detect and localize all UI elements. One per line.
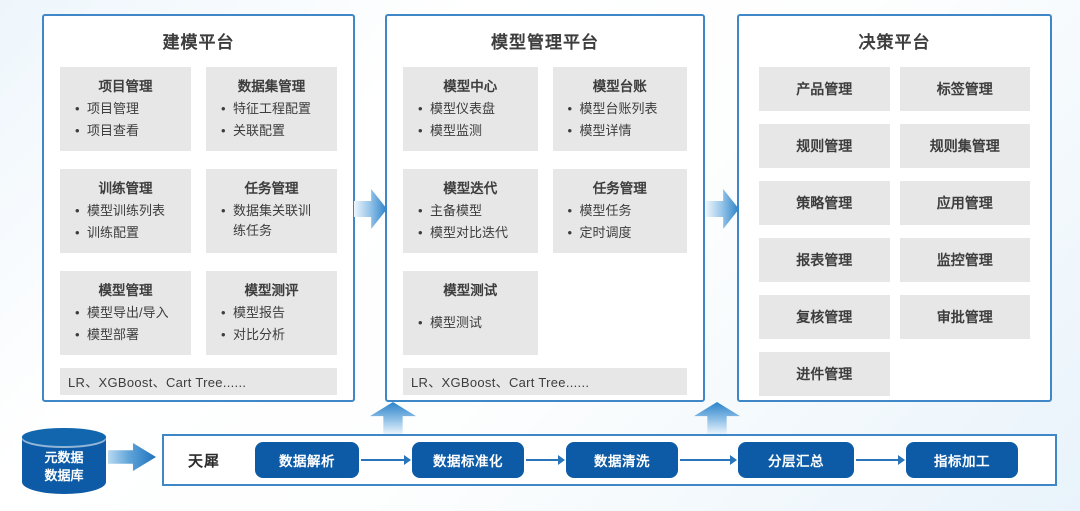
card-item-list: 模型测试	[409, 313, 532, 333]
card-item: 定时调度	[567, 223, 674, 243]
box-report-management: 报表管理	[759, 238, 890, 282]
box-label-management: 标签管理	[899, 67, 1030, 111]
card-item: 特征工程配置	[220, 99, 323, 119]
card-title: 模型迭代	[443, 181, 498, 196]
card-model-center: 模型中心 模型仪表盘 模型监测	[403, 67, 538, 151]
step-data-standardization: 数据标准化	[412, 442, 524, 478]
card-item-list: 模型训练列表 训练配置	[66, 201, 185, 243]
card-item-list: 模型导出/导入 模型部署	[66, 303, 185, 345]
card-item: 训练配置	[74, 223, 177, 243]
card-item: 模型报告	[220, 303, 323, 323]
cylinder-top	[22, 428, 106, 446]
card-title: 模型测试	[443, 283, 498, 298]
card-model-ledger: 模型台账 模型台账列表 模型详情	[552, 67, 687, 151]
panel-title: 建模平台	[162, 33, 235, 52]
cylinder-body	[22, 437, 106, 494]
up-arrow-icon	[694, 402, 740, 434]
card-title: 模型中心	[443, 79, 498, 94]
engine-label: 天犀	[188, 452, 221, 470]
card-model-iteration: 模型迭代 主备模型 模型对比迭代	[403, 169, 538, 253]
card-item: 模型测试	[417, 313, 524, 333]
card-item: 模型训练列表	[74, 201, 177, 221]
step-connector-arrow-icon	[361, 455, 411, 465]
card-item-list: 数据集关联训练任务	[212, 201, 331, 241]
card-item-list: 模型台账列表 模型详情	[559, 99, 682, 141]
card-item: 项目管理	[74, 99, 177, 119]
card-title: 模型台账	[592, 79, 647, 94]
card-dataset-management: 数据集管理 特征工程配置 关联配置	[206, 67, 337, 151]
algorithm-list: LR、XGBoost、Cart Tree......	[403, 368, 687, 395]
panel-title: 模型管理平台	[491, 33, 599, 52]
card-item-list: 模型报告 对比分析	[212, 303, 331, 345]
card-model-management: 模型管理 模型导出/导入 模型部署	[60, 271, 191, 355]
card-training-management: 训练管理 模型训练列表 训练配置	[60, 169, 191, 253]
panel-title: 决策平台	[858, 33, 931, 52]
card-title: 数据集管理	[237, 79, 306, 94]
card-item: 模型部署	[74, 325, 177, 345]
box-review-management: 复核管理	[759, 295, 890, 339]
database-label-line1: 元数据	[44, 450, 84, 466]
card-model-evaluation: 模型测评 模型报告 对比分析	[206, 271, 337, 355]
card-title: 训练管理	[98, 181, 153, 196]
box-rule-management: 规则管理	[759, 124, 890, 168]
box-empty-cell	[900, 352, 1031, 396]
card-item: 模型台账列表	[567, 99, 674, 119]
step-data-cleaning: 数据清洗	[566, 442, 678, 478]
card-title: 任务管理	[244, 181, 299, 196]
card-item: 模型对比迭代	[417, 223, 524, 243]
card-item: 模型任务	[567, 201, 674, 221]
box-grid: 产品管理 标签管理 规则管理 规则集管理 策略管理 应用管理 报表管理 监控管理…	[739, 53, 1050, 396]
up-arrow-icon	[370, 402, 416, 434]
step-connector-arrow-icon	[526, 455, 565, 465]
step-layered-aggregation: 分层汇总	[738, 442, 854, 478]
right-arrow-icon	[706, 189, 739, 229]
box-ruleset-management: 规则集管理	[899, 124, 1030, 168]
box-app-management: 应用管理	[899, 181, 1030, 225]
card-item: 模型导出/导入	[74, 303, 177, 323]
card-item: 主备模型	[417, 201, 524, 221]
step-connector-arrow-icon	[680, 455, 737, 465]
card-item: 对比分析	[220, 325, 323, 345]
box-intake-management: 进件管理	[759, 352, 890, 396]
box-strategy-management: 策略管理	[759, 181, 890, 225]
card-item: 模型监测	[417, 121, 524, 141]
right-arrow-icon	[354, 189, 387, 229]
panel-modeling-platform: 建模平台 项目管理 项目管理 项目查看 数据集管理 特征工程配置 关联配置 训练…	[42, 14, 355, 402]
card-project-management: 项目管理 项目管理 项目查看	[60, 67, 191, 151]
box-monitor-management: 监控管理	[899, 238, 1030, 282]
step-data-parsing: 数据解析	[255, 442, 359, 478]
card-grid: 项目管理 项目管理 项目查看 数据集管理 特征工程配置 关联配置 训练管理 模型…	[44, 53, 353, 355]
step-connector-arrow-icon	[856, 455, 905, 465]
card-item-list: 模型仪表盘 模型监测	[409, 99, 532, 141]
metadata-database-cylinder-icon: 元数据 数据库	[22, 428, 106, 494]
card-task-management: 任务管理 数据集关联训练任务	[206, 169, 337, 253]
tianxi-pipeline-bar: 天犀 数据解析 数据标准化 数据清洗 分层汇总 指标加工	[162, 434, 1057, 486]
card-item-list: 特征工程配置 关联配置	[212, 99, 331, 141]
card-item: 项目查看	[74, 121, 177, 141]
card-task-management: 任务管理 模型任务 定时调度	[552, 169, 687, 253]
card-item: 模型仪表盘	[417, 99, 524, 119]
card-item-list: 主备模型 模型对比迭代	[409, 201, 532, 243]
card-title: 项目管理	[98, 79, 153, 94]
algorithm-list: LR、XGBoost、Cart Tree......	[60, 368, 337, 395]
card-title: 模型管理	[98, 283, 153, 298]
panel-decision-platform: 决策平台 产品管理 标签管理 规则管理 规则集管理 策略管理 应用管理 报表管理…	[737, 14, 1052, 402]
card-item: 关联配置	[220, 121, 323, 141]
card-title: 任务管理	[592, 181, 647, 196]
card-model-testing: 模型测试 模型测试	[403, 271, 538, 355]
database-label-line2: 数据库	[44, 468, 84, 483]
card-item: 数据集关联训练任务	[220, 201, 323, 241]
panel-model-management-platform: 模型管理平台 模型中心 模型仪表盘 模型监测 模型台账 模型台账列表 模型详情 …	[385, 14, 705, 402]
card-title: 模型测评	[244, 283, 299, 298]
box-approval-management: 审批管理	[899, 295, 1030, 339]
database-label: 元数据 数据库	[22, 428, 106, 494]
card-item-list: 模型任务 定时调度	[559, 201, 682, 243]
db-to-pipeline-arrow-icon	[108, 443, 156, 471]
box-product-management: 产品管理	[759, 67, 890, 111]
step-indicator-processing: 指标加工	[906, 442, 1018, 478]
card-item: 模型详情	[567, 121, 674, 141]
card-grid: 模型中心 模型仪表盘 模型监测 模型台账 模型台账列表 模型详情 模型迭代 主备…	[387, 53, 703, 355]
card-item-list: 项目管理 项目查看	[66, 99, 185, 141]
